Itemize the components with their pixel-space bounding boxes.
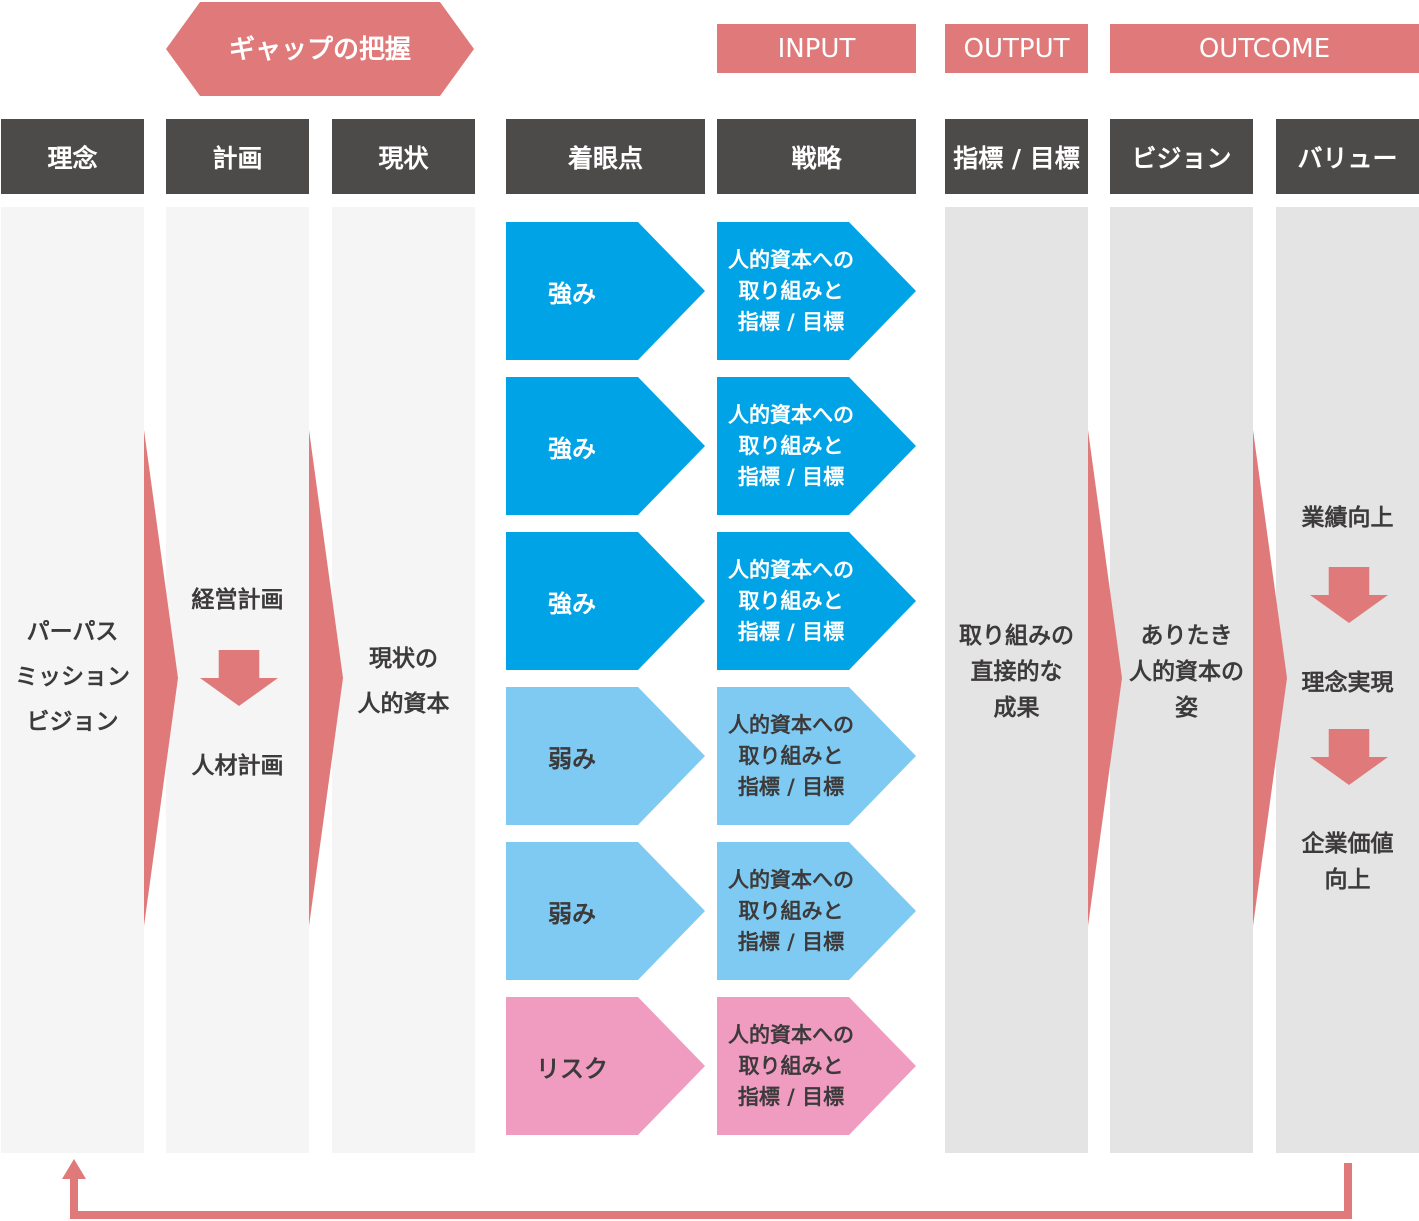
feedback-loop-arrow <box>62 1159 1352 1219</box>
gap-double-arrow <box>166 2 474 96</box>
strategy-label: 人的資本への 取り組みと 指標 / 目標 <box>728 867 854 954</box>
focus-item-1: 強み <box>506 222 705 360</box>
header-indicator: 指標 / 目標 <box>945 119 1088 194</box>
header-current: 現状 <box>332 119 475 194</box>
header-strategy: 戦略 <box>717 119 916 194</box>
strategy-item-4: 人的資本への 取り組みと 指標 / 目標 <box>717 687 916 825</box>
value-text-1: 業績向上 <box>1301 505 1394 531</box>
strategy-item-5: 人的資本への 取り組みと 指標 / 目標 <box>717 842 916 980</box>
column-value <box>1276 207 1419 1153</box>
plan-top-text: 経営計画 <box>191 587 284 613</box>
column-current <box>332 207 475 1153</box>
focus-item-5: 弱み <box>506 842 705 980</box>
focus-label: 弱み <box>548 899 596 928</box>
header-philosophy: 理念 <box>1 119 144 194</box>
focus-label: 強み <box>548 434 596 463</box>
outcome-label: OUTCOME <box>1110 24 1419 73</box>
plan-bottom-text: 人材計画 <box>191 753 284 779</box>
column-vision <box>1110 207 1253 1153</box>
header-plan: 計画 <box>166 119 309 194</box>
focus-item-6: リスク <box>506 997 705 1135</box>
vision-text: ありたき 人的資本の 姿 <box>1129 623 1244 721</box>
focus-label: リスク <box>536 1054 608 1083</box>
focus-item-4: 弱み <box>506 687 705 825</box>
strategy-label: 人的資本への 取り組みと 指標 / 目標 <box>728 712 854 799</box>
strategy-item-1: 人的資本への 取り組みと 指標 / 目標 <box>717 222 916 360</box>
header-focus: 着眼点 <box>506 119 705 194</box>
focus-label: 強み <box>548 589 596 618</box>
focus-label: 弱み <box>548 744 596 773</box>
value-text-3: 企業価値 向上 <box>1301 831 1394 893</box>
focus-item-2: 強み <box>506 377 705 515</box>
strategy-label: 人的資本への 取り組みと 指標 / 目標 <box>728 402 854 489</box>
strategy-item-3: 人的資本への 取り組みと 指標 / 目標 <box>717 532 916 670</box>
philosophy-text: パーパス ミッション ビジョン <box>15 619 130 735</box>
column-output <box>945 207 1088 1153</box>
strategy-label: 人的資本への 取り組みと 指標 / 目標 <box>728 1022 854 1109</box>
strategy-label: 人的資本への 取り組みと 指標 / 目標 <box>728 557 854 644</box>
strategy-label: 人的資本への 取り組みと 指標 / 目標 <box>728 247 854 334</box>
header-vision: ビジョン <box>1110 119 1253 194</box>
header-value: バリュー <box>1276 119 1419 194</box>
output-text: 取り組みの 直接的な 成果 <box>959 623 1074 721</box>
output-label: OUTPUT <box>945 24 1088 73</box>
focus-item-3: 強み <box>506 532 705 670</box>
input-label: INPUT <box>717 24 916 73</box>
gap-label: ギャップの把握 <box>228 34 411 65</box>
value-text-2: 理念実現 <box>1301 670 1394 696</box>
current-text: 現状の 人的資本 <box>357 646 450 717</box>
strategy-item-2: 人的資本への 取り組みと 指標 / 目標 <box>717 377 916 515</box>
strategy-item-6: 人的資本への 取り組みと 指標 / 目標 <box>717 997 916 1135</box>
column-philosophy <box>1 207 144 1153</box>
focus-label: 強み <box>548 279 596 308</box>
